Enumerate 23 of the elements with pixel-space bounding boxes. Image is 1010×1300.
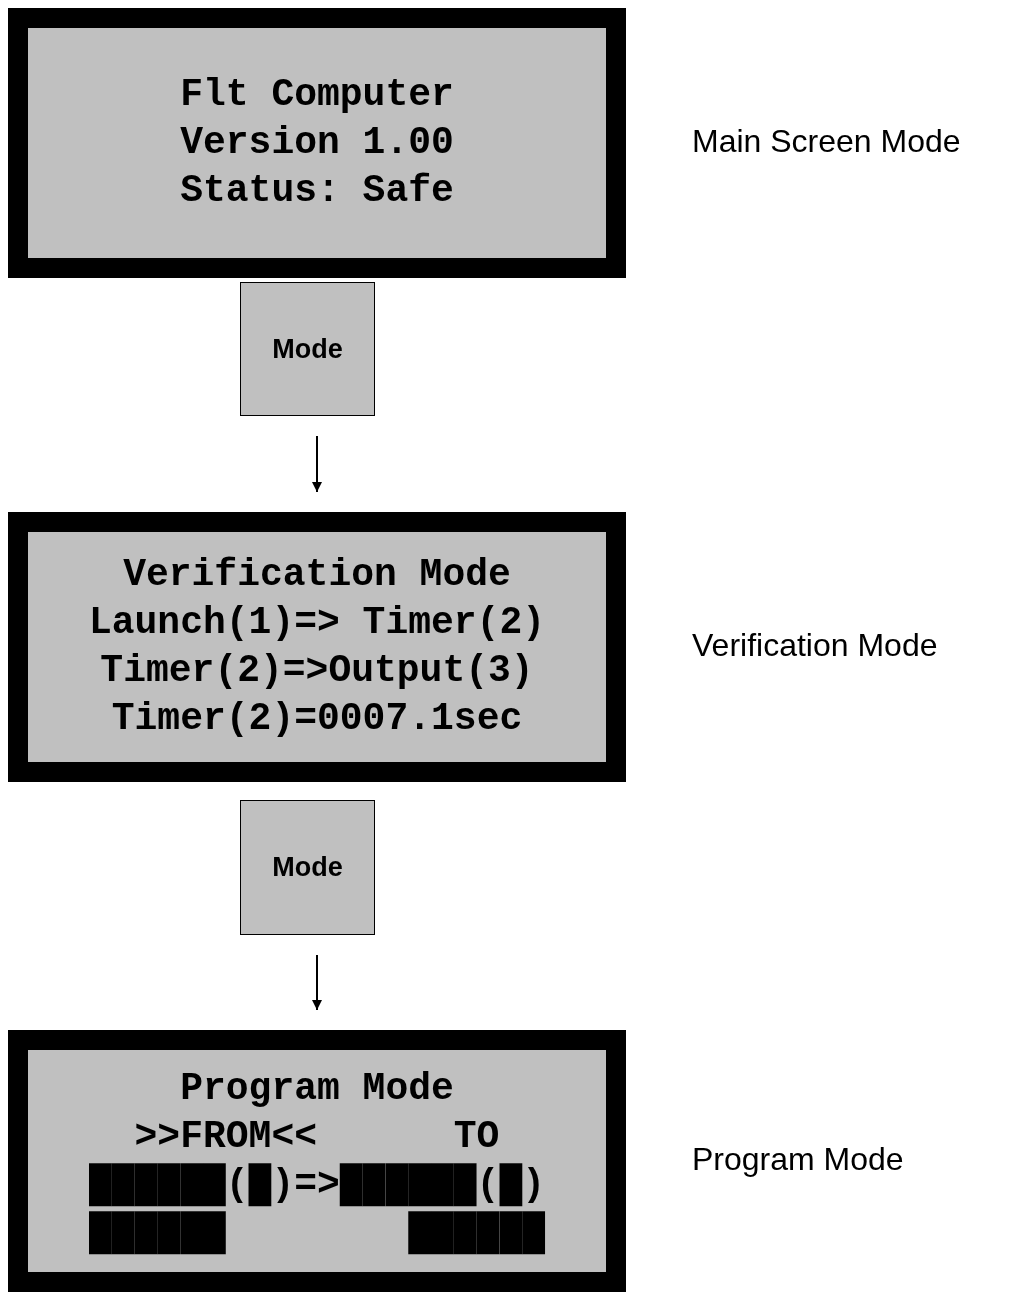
arrow	[312, 435, 322, 493]
screen-text: ██████ ██████	[88, 1210, 546, 1257]
button-label: Mode	[272, 333, 343, 365]
screen-text: Timer(2)=>Output(3)	[100, 648, 534, 694]
mode-caption: Program Mode	[692, 1141, 904, 1178]
screen-text: Timer(2)=0007.1sec	[111, 696, 523, 742]
mode-caption: Verification Mode	[692, 627, 938, 664]
lcd-screen	[8, 512, 626, 782]
screen-text: Status: Safe	[180, 168, 454, 214]
button-label: Mode	[272, 852, 343, 883]
screen-text: Version 1.00	[180, 120, 454, 166]
arrow	[312, 954, 322, 1011]
screen-text: Launch(1)=> Timer(2)	[88, 600, 546, 646]
screen-text: >>FROM<< TO	[134, 1114, 500, 1160]
screen-text: ██████(█)=>██████(█)	[88, 1162, 546, 1209]
mode-caption: Main Screen Mode	[692, 123, 961, 160]
screen-heading: Verification Mode	[123, 552, 511, 598]
lcd-screen	[8, 1030, 626, 1292]
screen-heading: Program Mode	[180, 1066, 454, 1112]
screen-heading: Flt Computer	[180, 72, 454, 118]
mode-button	[240, 282, 375, 416]
mode-button	[240, 800, 375, 935]
lcd-screen	[8, 8, 626, 278]
